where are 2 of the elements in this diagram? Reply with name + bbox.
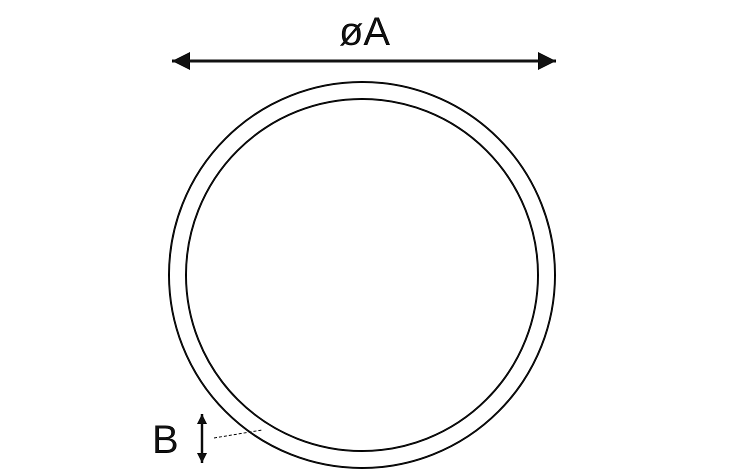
dimension-label: øA [339,12,390,52]
dimension-label: B [152,420,179,460]
